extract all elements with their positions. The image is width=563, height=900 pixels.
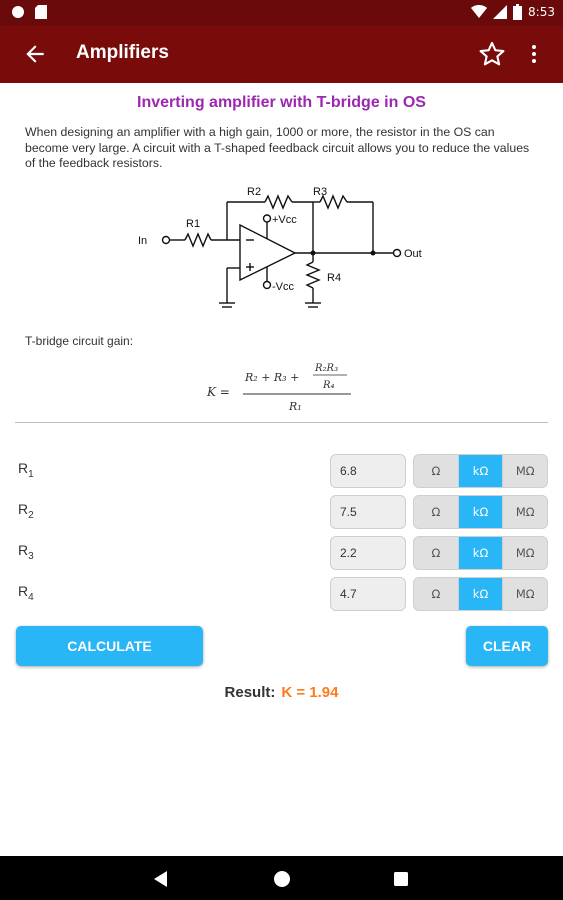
r3-unit-selector: Ω kΩ MΩ (413, 536, 548, 570)
r3-unit-mohm[interactable]: MΩ (515, 546, 535, 560)
clear-button[interactable]: CLEAR (466, 626, 548, 666)
signal-icon (493, 5, 508, 19)
r2-unit-kohm[interactable]: kΩ (458, 496, 504, 528)
calculate-button[interactable]: CALCULATE (16, 626, 203, 666)
circuit-label-r4: R4 (327, 272, 341, 284)
nav-recents-icon[interactable] (390, 868, 412, 890)
r1-value-input[interactable]: 6.8 (330, 454, 406, 488)
formula-frac-numerator: R₂R₃ (314, 363, 338, 374)
r2-unit-ohm[interactable]: Ω (414, 496, 459, 528)
star-outline-icon[interactable] (478, 40, 506, 68)
circuit-label-r3: R3 (313, 186, 327, 198)
result-label: Result: (224, 684, 276, 701)
app-bar: Amplifiers (0, 26, 563, 83)
r1-unit-selector: Ω kΩ MΩ (413, 454, 548, 488)
r4-unit-selector: Ω kΩ MΩ (413, 577, 548, 611)
formula-frac-denominator: R₄ (322, 380, 335, 391)
battery-icon (513, 4, 523, 20)
r2-unit-mohm[interactable]: MΩ (515, 505, 535, 519)
r3-unit-ohm[interactable]: Ω (414, 537, 459, 569)
sd-card-icon (35, 5, 47, 19)
circuit-label-in: In (138, 235, 147, 247)
r4-label: R4 (18, 583, 34, 603)
r1-label: R1 (18, 460, 34, 480)
formula-lhs: K = (206, 385, 230, 399)
more-vert-icon[interactable] (524, 40, 544, 68)
input-row-r4: R4 4.7 Ω kΩ MΩ (0, 577, 563, 611)
nav-home-icon[interactable] (271, 868, 293, 890)
r4-unit-mohm[interactable]: MΩ (515, 587, 535, 601)
divider (15, 422, 548, 423)
r3-unit-kohm[interactable]: kΩ (458, 537, 504, 569)
r3-value-input[interactable]: 2.2 (330, 536, 406, 570)
r4-unit-kohm[interactable]: kΩ (458, 578, 504, 610)
description-text: When designing an amplifier with a high … (25, 125, 530, 170)
r1-unit-mohm[interactable]: MΩ (515, 464, 535, 478)
r2-unit-selector: Ω kΩ MΩ (413, 495, 548, 529)
back-arrow-icon[interactable] (22, 41, 48, 67)
navigation-bar (0, 856, 563, 900)
circuit-label-r1: R1 (186, 218, 200, 230)
input-row-r2: R2 7.5 Ω kΩ MΩ (0, 495, 563, 529)
r3-label: R3 (18, 542, 34, 562)
formula-denominator: R₁ (288, 400, 302, 413)
r4-value-input[interactable]: 4.7 (330, 577, 406, 611)
status-bar: 8:53 (0, 0, 563, 26)
nav-back-icon[interactable] (150, 868, 172, 890)
gain-label: T-bridge circuit gain: (25, 334, 134, 348)
notification-circle-icon (12, 6, 24, 18)
circuit-label-out: Out (404, 248, 422, 260)
wifi-icon (471, 5, 488, 18)
app-title: Amplifiers (76, 42, 169, 63)
circuit-label-vcc-neg: -Vcc (272, 281, 295, 293)
input-row-r3: R3 2.2 Ω kΩ MΩ (0, 536, 563, 570)
r4-unit-ohm[interactable]: Ω (414, 578, 459, 610)
r1-unit-ohm[interactable]: Ω (414, 455, 459, 487)
result-value: K = 1.94 (281, 684, 339, 701)
t-bridge-circuit-diagram: In Out +Vcc -Vcc R1 R2 R3 R4 (138, 186, 422, 308)
r2-value-input[interactable]: 7.5 (330, 495, 406, 529)
page-title: Inverting amplifier with T-bridge in OS (137, 94, 426, 111)
circuit-label-vcc-pos: +Vcc (272, 214, 297, 226)
r2-label: R2 (18, 501, 34, 521)
circuit-label-r2: R2 (247, 186, 261, 198)
r1-unit-kohm[interactable]: kΩ (458, 455, 504, 487)
result-line: Result: K = 1.94 (0, 684, 563, 701)
gain-formula: K = R₂ + R₃ + R₂R₃ R₄ R₁ (206, 363, 351, 413)
status-time: 8:53 (528, 5, 555, 19)
formula-numerator-sum: R₂ + R₃ + (244, 371, 299, 384)
input-row-r1: R1 6.8 Ω kΩ MΩ (0, 454, 563, 488)
